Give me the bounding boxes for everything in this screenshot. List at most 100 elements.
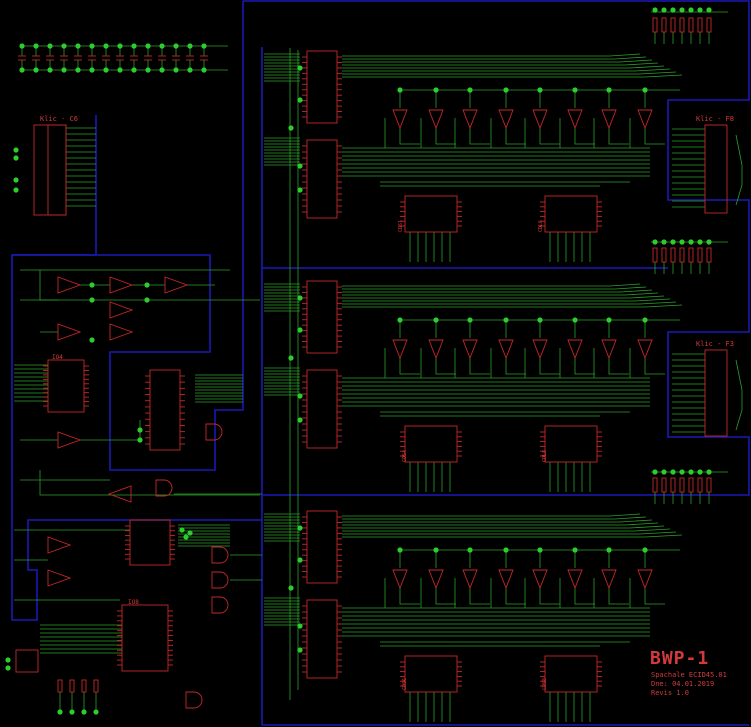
junction-dot [288, 355, 294, 361]
buffer-symbol [567, 569, 583, 590]
junction-dot [606, 317, 612, 323]
buffer-symbol [428, 569, 444, 590]
junction-dot [572, 87, 578, 93]
junction-dot [652, 7, 658, 13]
ic-chip [544, 655, 598, 693]
junction-dot [103, 67, 109, 73]
junction-dot [13, 155, 19, 161]
junction-dot [706, 469, 712, 475]
buffer-symbol [567, 109, 583, 130]
resistor [670, 17, 676, 33]
junction-dot [652, 239, 658, 245]
junction-dot [297, 97, 303, 103]
connector-block [47, 124, 67, 216]
junction-dot [5, 657, 11, 663]
resistor [679, 477, 685, 493]
buffer-symbol [57, 323, 82, 341]
junction-dot [688, 239, 694, 245]
junction-dot [89, 67, 95, 73]
junction-dot [697, 7, 703, 13]
ic-chip [306, 369, 338, 449]
junction-dot [144, 297, 150, 303]
resistor [697, 17, 703, 33]
junction-dot [503, 87, 509, 93]
buffer-symbol [428, 339, 444, 360]
junction-dot [131, 43, 137, 49]
junction-dot [297, 557, 303, 563]
buffer-symbol [462, 339, 478, 360]
junction-dot [201, 67, 207, 73]
junction-dot [89, 43, 95, 49]
junction-dot [137, 427, 143, 433]
junction-dot [679, 7, 685, 13]
junction-dot [467, 317, 473, 323]
and-gate [155, 479, 173, 497]
resistor [706, 477, 712, 493]
junction-dot [697, 239, 703, 245]
buffer-symbol [637, 569, 653, 590]
junction-dot [679, 239, 685, 245]
title-block-line1: Spachale ECID45.01 [651, 671, 727, 679]
and-gate [185, 691, 203, 709]
ic-chip [149, 369, 181, 451]
junction-dot [537, 87, 543, 93]
junction-dot [679, 469, 685, 475]
resistor [81, 679, 87, 693]
junction-dot [661, 239, 667, 245]
junction-dot [670, 7, 676, 13]
chip-label-io4: IO4 [52, 354, 63, 361]
buffer-symbol [392, 569, 408, 590]
junction-dot [33, 43, 39, 49]
resistor [661, 17, 667, 33]
resistor [670, 247, 676, 263]
chip-label-r1a: CDS1 [398, 219, 404, 232]
junction-dot [661, 469, 667, 475]
junction-dot [433, 547, 439, 553]
wire-net [14, 11, 743, 722]
sheet-border [11, 0, 750, 726]
buffer-symbol [107, 485, 132, 503]
junction-dot [47, 43, 53, 49]
junction-dot [297, 623, 303, 629]
junction-dot [69, 709, 75, 715]
resistor [670, 477, 676, 493]
connector-label-left: Klic - C6 [40, 115, 78, 123]
component-layer [15, 17, 728, 709]
junction-dot [537, 317, 543, 323]
ic-chip [306, 280, 338, 354]
and-gate [211, 546, 229, 564]
chip-label-io8: IO8 [128, 599, 139, 606]
buffer-symbol [567, 339, 583, 360]
junction-dot [670, 469, 676, 475]
buffer-symbol [392, 339, 408, 360]
junction-dot [187, 43, 193, 49]
junction-dot [697, 469, 703, 475]
junction-layer [5, 7, 712, 715]
junction-dot [397, 317, 403, 323]
junction-dot [706, 239, 712, 245]
buffer-symbol [637, 339, 653, 360]
junction-dot [397, 87, 403, 93]
buffer-symbol [109, 301, 134, 319]
junction-dot [75, 67, 81, 73]
buffer-symbol [47, 536, 72, 554]
junction-dot [661, 7, 667, 13]
junction-dot [81, 709, 87, 715]
junction-dot [537, 547, 543, 553]
chip-label-r3a: CDS6 [402, 677, 408, 690]
resistor [697, 247, 703, 263]
buffer-symbol [601, 569, 617, 590]
chip-label-r2b: CDL8 [542, 449, 548, 462]
junction-dot [173, 43, 179, 49]
resistor [688, 247, 694, 263]
connector-label-right-top: Klic - F8 [696, 115, 734, 123]
connector-block [704, 349, 728, 437]
ic-chip [404, 655, 458, 693]
ic-chip [47, 359, 85, 413]
junction-dot [89, 282, 95, 288]
buffer-symbol [109, 323, 134, 341]
junction-dot [467, 87, 473, 93]
junction-dot [5, 665, 11, 671]
and-gate [211, 596, 229, 614]
junction-dot [288, 125, 294, 131]
